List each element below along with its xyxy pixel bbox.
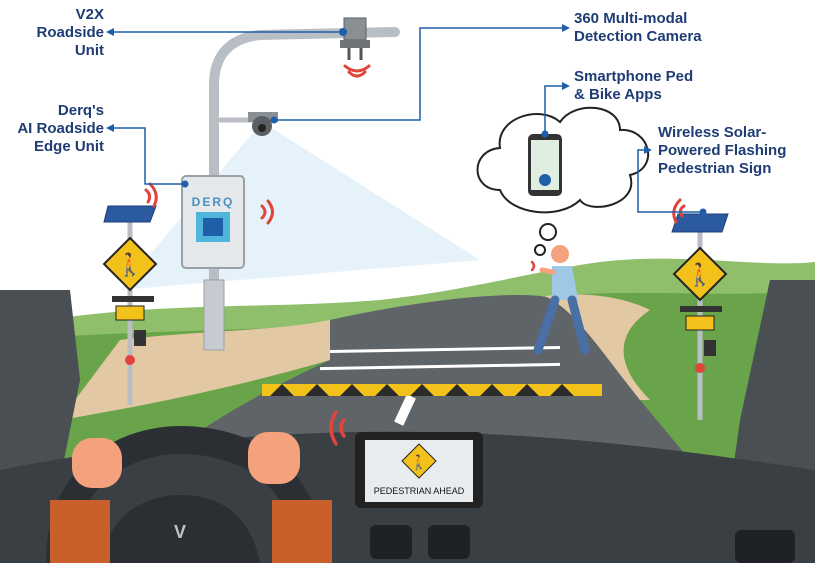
smartphone-icon [528,130,562,196]
wifi-signal-icon [329,410,346,446]
label-line: Edge Unit [34,138,104,155]
derq-edge-unit [181,175,245,269]
pedestrian-figure [533,245,590,355]
wifi-signal-icon [530,260,536,272]
solar-panel-icon [671,213,729,233]
flashing-pedestrian-sign-right: 🚶 [671,208,729,420]
connector-lines [110,27,703,213]
screen-alert-text: PEDESTRIAN AHEAD [373,486,465,496]
solar-panel-icon [103,205,157,223]
thought-bubble [476,106,649,256]
flashing-sign-label: Wireless Solar- Powered Flashing Pedestr… [658,124,786,178]
label-line: Detection Camera [574,28,702,45]
label-line: Derq's [57,102,104,119]
dashboard-screen: 🚶 [355,432,483,508]
connector-arrowheads [106,24,652,154]
driver-hands [50,432,332,563]
derq-logo: DERQ [192,195,235,209]
pedestrian-icon: 🚶 [410,454,427,471]
dashboard-vents [370,525,795,563]
camera-coverage [120,122,480,290]
wifi-signal-icon [144,182,158,208]
v2x-roadside-unit-label: V2X Roadside Unit [20,6,104,60]
label-line: AI Roadside [17,120,104,137]
label-line: Wireless Solar- [658,124,767,141]
detection-camera-label: 360 Multi-modal Detection Camera [574,10,702,46]
label-line: & Bike Apps [574,86,662,103]
pedestrian-icon: 🚶 [116,252,143,277]
label-line: V2X [75,6,104,23]
smartphone-apps-label: Smartphone Ped & Bike Apps [574,68,693,104]
speed-bump [262,384,602,396]
pedestrian-icon: 🚶 [686,262,713,287]
derq-edge-unit-label: Derq's AI Roadside Edge Unit [10,102,104,156]
wifi-signal-icon [672,198,686,224]
wifi-signal-icon [343,64,371,78]
label-line: Powered Flashing [658,142,787,159]
label-line: Pedestrian Sign [658,160,772,177]
label-line: Smartphone Ped [574,68,694,85]
label-line: Unit [74,42,104,59]
camera-icon [248,112,278,136]
label-line: 360 Multi-modal [574,10,688,27]
label-line: Roadside [36,24,104,41]
steering-wheel-icon: V [46,425,324,563]
sidewalk-right [545,294,650,400]
wifi-signal-icon [260,199,274,225]
v2x-roadside-unit [339,17,370,60]
svg-text:V: V [174,522,186,542]
flashing-pedestrian-sign-left: 🚶 [102,205,158,405]
